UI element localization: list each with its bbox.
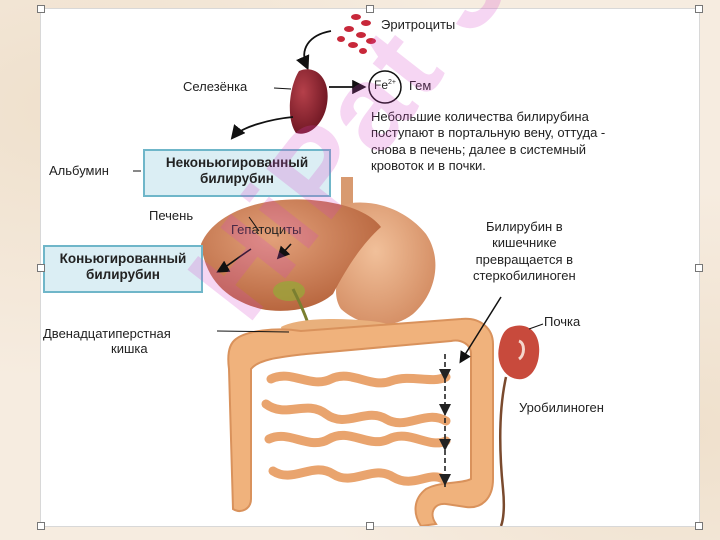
duodenum-line: Двенадцатиперстная [43,326,171,341]
spleen-label: Селезёнка [183,79,248,94]
portal-note-line: Небольшие количества билирубина [371,109,589,124]
erythrocytes-cluster [337,14,376,54]
portal-note-line: поступают в портальную вену, оттуда - [371,125,606,141]
intestine-note: Билирубин в кишечнике превращается в сте… [473,219,576,284]
portal-vein-note: Небольшие количества билирубина поступаю… [371,109,605,174]
heme-iron-circle [368,70,402,104]
erythrocytes-label: Эритроциты [381,17,456,32]
conjugated-line: билирубин [86,267,160,283]
liver-shape [201,199,381,311]
small-intestine-loops [261,371,451,486]
duodenum-line: кишка [111,340,148,356]
fe-text: Fe [374,78,389,92]
spleen-shape [289,69,328,134]
fe-superscript: 2+ [388,79,396,86]
unconjugated-line: билирубин [200,171,274,187]
intestine-note-line: кишечнике [492,235,557,251]
intestine-note-line: стеркобилиноген [473,267,576,283]
kidney-shape [498,325,540,380]
resize-handle[interactable] [695,264,703,272]
urobilinogen-label: Уробилиноген [519,400,604,415]
resize-handle[interactable] [37,264,45,272]
liver-label: Печень [149,208,194,223]
resize-handle[interactable] [366,5,374,13]
resize-handle[interactable] [695,522,703,530]
portal-note-line: снова в печень; далее в системный [371,141,587,157]
colon-shape [227,317,494,526]
unconjugated-line: Неконьюгированный [165,155,309,170]
kidney-label: Почка [544,314,581,329]
intestine-note-line: Билирубин в [485,219,563,234]
resize-handle[interactable] [366,522,374,530]
resize-handle[interactable] [37,522,45,530]
anatomy-illustration [133,14,544,526]
duodenum-label: Двенадцатиперстная кишка [43,326,171,357]
unconjugated-bilirubin-box: Неконьюгированный билирубин [143,149,331,197]
fe-label: Fe2+ [374,78,396,93]
resize-handle[interactable] [37,5,45,13]
albumin-label: Альбумин [49,163,109,178]
heme-label: Гем [409,78,432,93]
conjugated-line: Коньюгированный [59,251,187,266]
conjugated-bilirubin-box: Коньюгированный билирубин [43,245,203,293]
portal-note-line: кровоток и в почки. [371,157,486,173]
resize-handle[interactable] [695,5,703,13]
hepatocytes-label: Гепатоциты [231,222,302,237]
intestine-note-line: превращается в [475,251,574,267]
image-frame[interactable]: Эритроциты Селезёнка Fe2+ Гем Небольшие … [40,0,700,527]
